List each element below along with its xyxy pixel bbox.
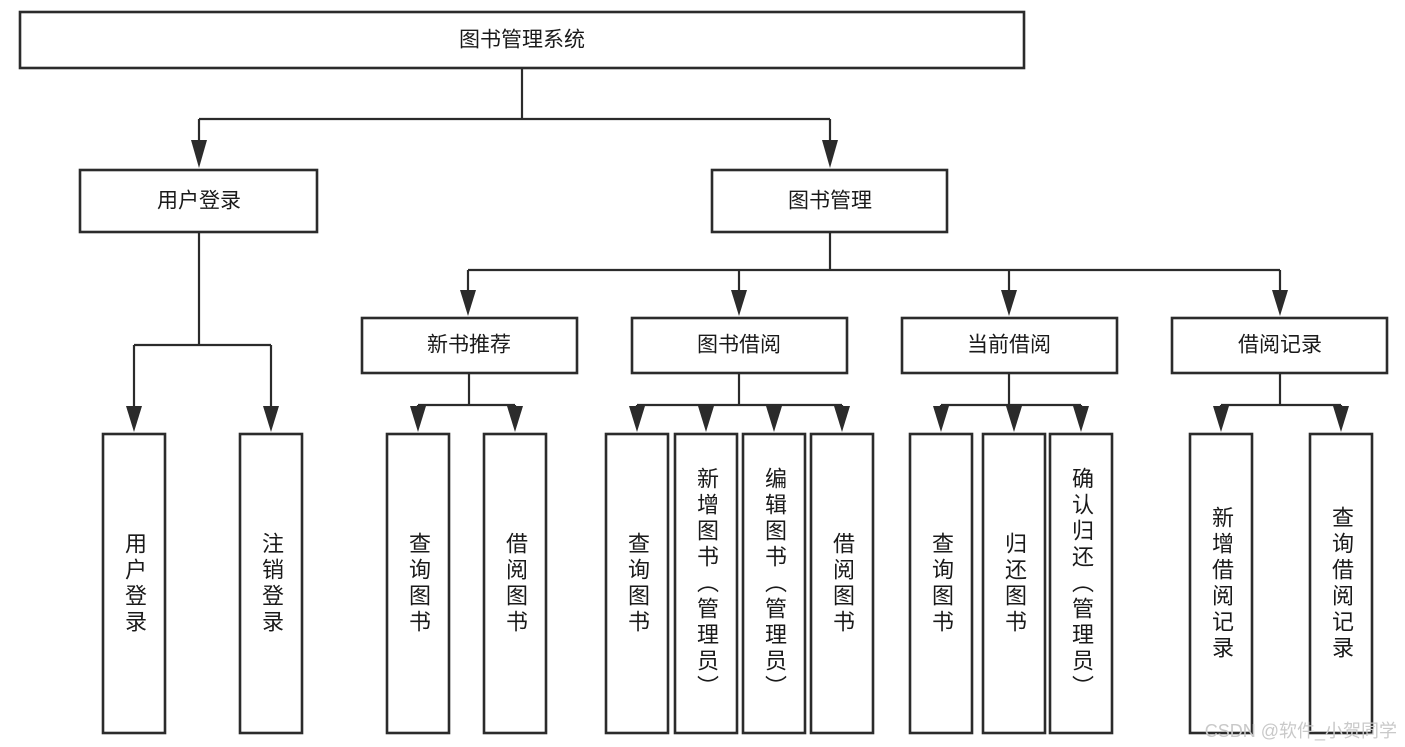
node-book-borrow-box[interactable]	[630, 316, 849, 375]
node-borrow-record-box[interactable]	[1170, 316, 1389, 375]
leaf-box[interactable]	[809, 432, 875, 735]
node-root-label: 图书管理系统	[459, 29, 585, 52]
arrow-icon	[629, 406, 645, 432]
leaf-box[interactable]	[238, 432, 304, 735]
connector-lines	[132, 68, 1343, 407]
leaf-box[interactable]	[673, 432, 739, 735]
leaf-box[interactable]	[385, 432, 451, 735]
node-borrow-record-label: 借阅记录	[1238, 334, 1322, 357]
arrow-icon	[1272, 290, 1288, 316]
arrow-icon	[410, 406, 426, 432]
arrow-icon	[191, 140, 207, 168]
arrow-icon	[698, 406, 714, 432]
node-labels: 图书管理系统 用户登录 图书管理 新书推荐 图书借阅 当前借阅 借阅记录	[157, 29, 1322, 357]
leaf-box[interactable]	[482, 432, 548, 735]
arrow-icon	[731, 290, 747, 316]
arrow-heads	[126, 140, 1349, 432]
arrow-icon	[1006, 406, 1022, 432]
arrow-icon	[263, 406, 279, 432]
node-root-box[interactable]	[18, 10, 1026, 70]
arrow-icon	[460, 290, 476, 316]
leaf-box[interactable]	[1308, 432, 1374, 735]
leaf-box[interactable]	[101, 432, 167, 735]
arrow-icon	[933, 406, 949, 432]
arrow-icon	[1073, 406, 1089, 432]
arrow-icon	[822, 140, 838, 168]
arrow-icon	[1001, 290, 1017, 316]
arrow-icon	[1213, 406, 1229, 432]
node-new-book-recommend-box[interactable]	[360, 316, 579, 375]
node-new-book-recommend-label: 新书推荐	[427, 334, 511, 357]
node-user-login-label: 用户登录	[157, 190, 241, 213]
leaf-box[interactable]	[1048, 432, 1114, 735]
node-current-borrow-label: 当前借阅	[967, 334, 1051, 357]
leaf-box[interactable]	[908, 432, 974, 735]
arrow-icon	[507, 406, 523, 432]
arrow-icon	[126, 406, 142, 432]
node-book-management-label: 图书管理	[788, 190, 872, 213]
leaf-box[interactable]	[981, 432, 1047, 735]
node-boxes	[18, 10, 1389, 735]
arrow-icon	[1333, 406, 1349, 432]
arrow-icon	[834, 406, 850, 432]
node-book-borrow-label: 图书借阅	[697, 334, 781, 357]
leaf-box[interactable]	[741, 432, 807, 735]
arrow-icon	[766, 406, 782, 432]
node-user-login-box[interactable]	[78, 168, 319, 234]
node-current-borrow-box[interactable]	[900, 316, 1119, 375]
node-book-management-box[interactable]	[710, 168, 949, 234]
watermark-text: CSDN @软件_小贺同学	[1204, 721, 1397, 741]
leaf-box[interactable]	[1188, 432, 1254, 735]
leaf-box[interactable]	[604, 432, 670, 735]
